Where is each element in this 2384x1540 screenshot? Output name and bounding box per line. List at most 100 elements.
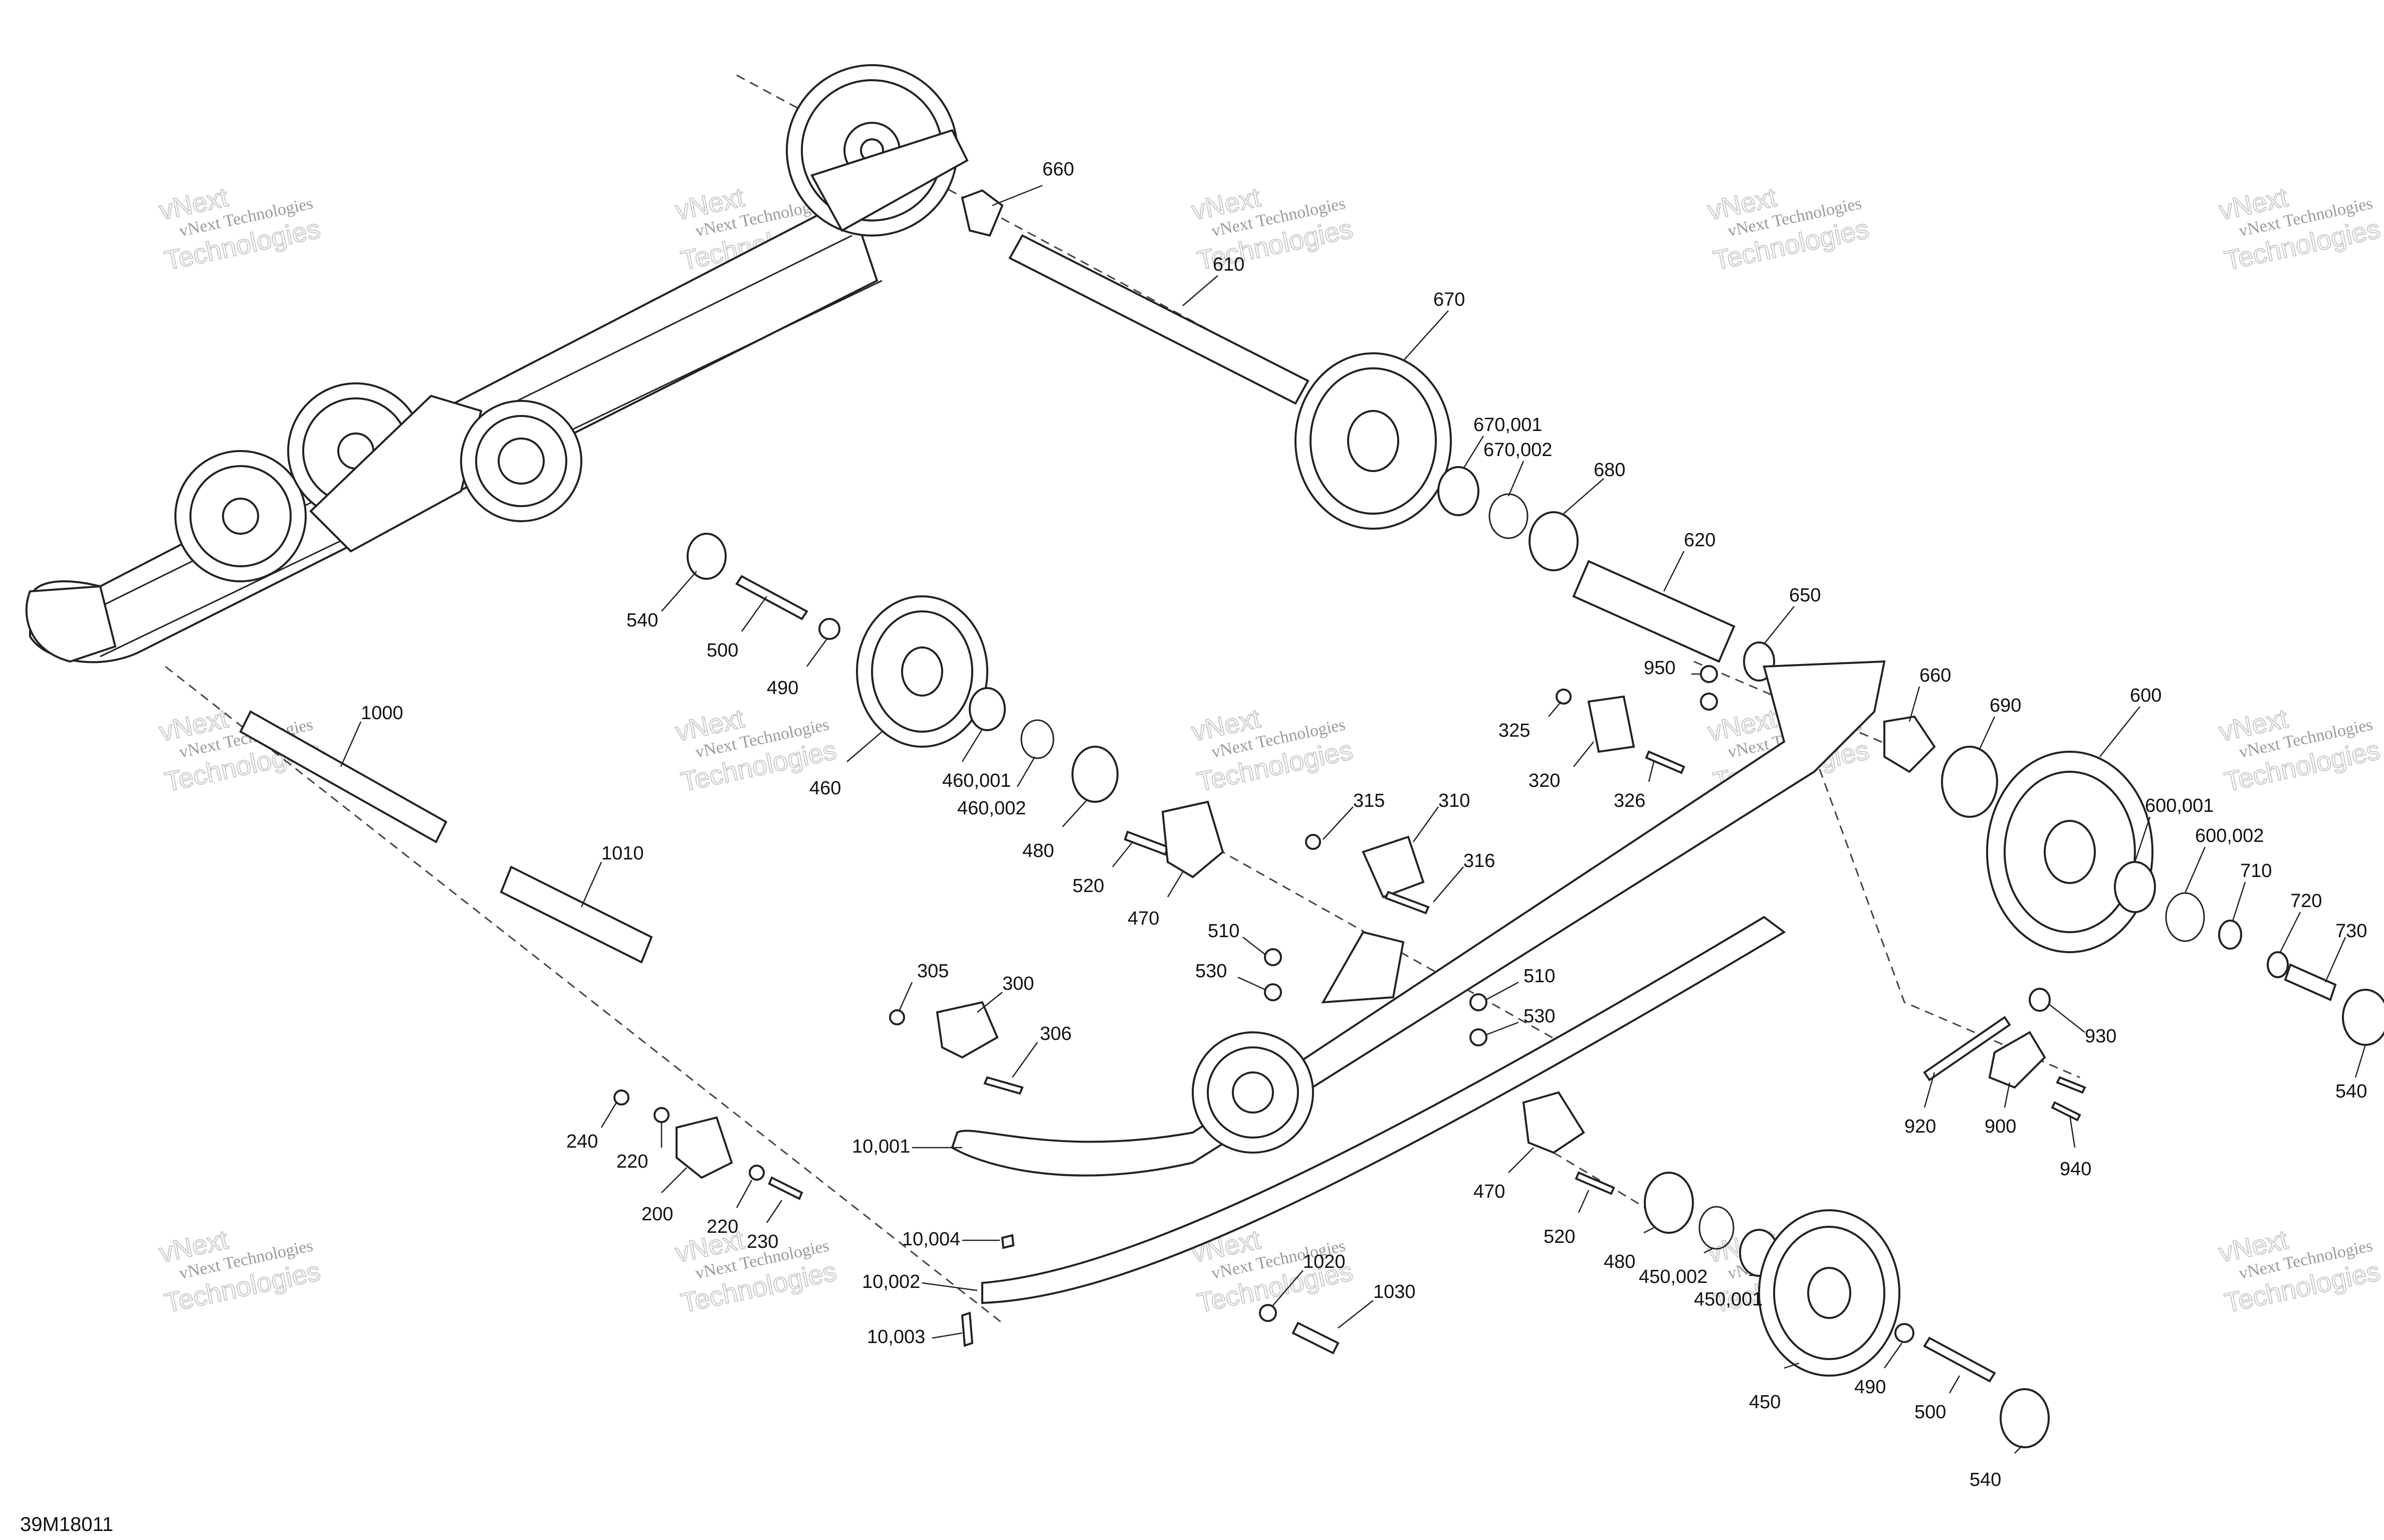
callout-540-right: 540 — [2335, 1081, 2367, 1102]
part-950-nut-a — [1700, 665, 1718, 683]
part-930-nut — [2029, 988, 2051, 1012]
callout-510-right: 510 — [1524, 966, 1555, 987]
callout-660-rear: 660 — [1919, 665, 1951, 686]
callout-240: 240 — [566, 1131, 598, 1152]
left-mid-wheel — [460, 400, 582, 522]
callout-600002: 600,002 — [2195, 825, 2264, 846]
right-slide-runner — [981, 916, 1786, 1304]
callout-690: 690 — [1990, 695, 2021, 716]
rear-right-wheel-group — [1883, 715, 2384, 1122]
part-940-bolt-b — [2051, 1101, 2081, 1122]
part-240-nut — [613, 1089, 629, 1106]
callout-315: 315 — [1353, 790, 1385, 811]
watermark: vNext vNext Technologies Technologies — [1189, 182, 1356, 277]
callout-326: 326 — [1614, 790, 1645, 811]
callout-310: 310 — [1438, 790, 1470, 811]
part-510-nut-right — [1469, 993, 1487, 1011]
callout-300: 300 — [1002, 973, 1034, 994]
part-500-bolt-right — [1923, 1337, 1996, 1383]
part-220-washer-a — [654, 1107, 670, 1123]
callout-720: 720 — [2290, 891, 2322, 912]
callout-500-left: 500 — [707, 640, 738, 661]
watermark: vNext vNext Technologies Technologies — [1189, 703, 1356, 798]
part-460002-ring — [1020, 719, 1054, 759]
part-230-bolt — [768, 1176, 803, 1200]
callout-540-left: 540 — [626, 610, 658, 631]
watermark: vNext vNext Technologies Technologies — [673, 1224, 840, 1319]
part-490-washer — [818, 618, 840, 640]
callout-470-right: 470 — [1473, 1181, 1505, 1202]
part-315-washer — [1305, 834, 1321, 850]
callout-470-left: 470 — [1128, 908, 1159, 929]
callout-220-a: 220 — [616, 1151, 648, 1172]
part-480-spacer-right — [1644, 1172, 1694, 1234]
part-660-rear-bushing — [1883, 715, 1936, 773]
callout-450002: 450,002 — [1639, 1266, 1707, 1287]
callout-1000: 1000 — [361, 703, 403, 724]
part-325-washer — [1556, 689, 1572, 705]
part-730-bolt — [2284, 963, 2337, 1001]
part-670001-bearing — [1437, 466, 1479, 516]
part-900-bracket — [1988, 1031, 2046, 1089]
part-520-bolt-right — [1575, 1171, 1615, 1195]
part-220-washer-b — [749, 1165, 765, 1181]
left-rail-tip — [25, 585, 117, 663]
part-540-cap-right — [2342, 989, 2384, 1046]
callout-305: 305 — [917, 961, 949, 982]
figure-id: 39M18011 — [20, 1513, 113, 1535]
callout-220-b: 220 — [707, 1216, 738, 1237]
callout-325: 325 — [1498, 720, 1530, 741]
part-470-block-right — [1522, 1091, 1585, 1154]
watermark: vNext vNext Technologies Technologies — [2216, 703, 2383, 798]
callout-520-left: 520 — [1072, 875, 1104, 897]
left-small-parts — [239, 533, 1718, 1200]
watermark: vNext vNext Technologies Technologies — [156, 1224, 324, 1319]
callout-1020: 1020 — [1303, 1251, 1346, 1272]
callout-200: 200 — [641, 1204, 673, 1225]
part-450-wheel — [1758, 1209, 1900, 1377]
callout-460002: 460,002 — [957, 798, 1026, 819]
callout-670002: 670,002 — [1483, 439, 1552, 461]
callout-450001: 450,001 — [1694, 1289, 1763, 1310]
callout-490-right: 490 — [1854, 1377, 1886, 1398]
part-460001-bearing — [969, 687, 1006, 731]
callout-306: 306 — [1040, 1023, 1071, 1044]
guide-line-left-rail — [165, 666, 1003, 1324]
part-480-spacer — [1071, 746, 1119, 803]
part-540-cap-lower — [2000, 1388, 2050, 1448]
part-10004-screw — [1001, 1234, 1015, 1249]
callout-450: 450 — [1749, 1392, 1781, 1413]
part-316-bolt — [1384, 891, 1430, 915]
part-1010-tube — [500, 865, 653, 964]
callout-480-left: 480 — [1022, 840, 1054, 861]
part-540-cap-left — [687, 533, 727, 580]
callout-10001: 10,001 — [852, 1136, 910, 1157]
callout-530-right: 530 — [1524, 1006, 1555, 1027]
part-450002-ring — [1698, 1206, 1735, 1250]
part-500-bolt — [735, 575, 808, 620]
callout-710: 710 — [2240, 860, 2272, 882]
callout-610: 610 — [1213, 254, 1244, 275]
callout-10003: 10,003 — [867, 1327, 925, 1348]
part-10003-screw — [961, 1311, 974, 1347]
part-670002-ring — [1488, 493, 1529, 539]
part-470-block — [1161, 800, 1224, 878]
left-rear-wheel-1 — [174, 450, 307, 582]
callout-230: 230 — [747, 1231, 778, 1252]
callout-500-right: 500 — [1914, 1402, 1946, 1423]
part-460-wheel — [856, 595, 988, 748]
callout-1010: 1010 — [601, 843, 644, 864]
right-lower-parts — [961, 1091, 2050, 1448]
callout-540-lower: 540 — [1970, 1469, 2001, 1490]
part-950-nut-b — [1700, 693, 1718, 711]
guide-line-950 — [1693, 661, 1905, 753]
watermark: vNext vNext Technologies Technologies — [156, 182, 324, 277]
part-530-nut-right — [1469, 1028, 1487, 1046]
part-620-tube — [1572, 560, 1736, 663]
callout-520-right: 520 — [1544, 1226, 1575, 1247]
right-rail-bracket — [1321, 931, 1405, 1004]
right-mid-wheel — [1192, 1031, 1314, 1154]
callout-680: 680 — [1594, 460, 1625, 481]
callout-10002: 10,002 — [862, 1271, 920, 1292]
part-326-bolt — [1645, 750, 1685, 774]
